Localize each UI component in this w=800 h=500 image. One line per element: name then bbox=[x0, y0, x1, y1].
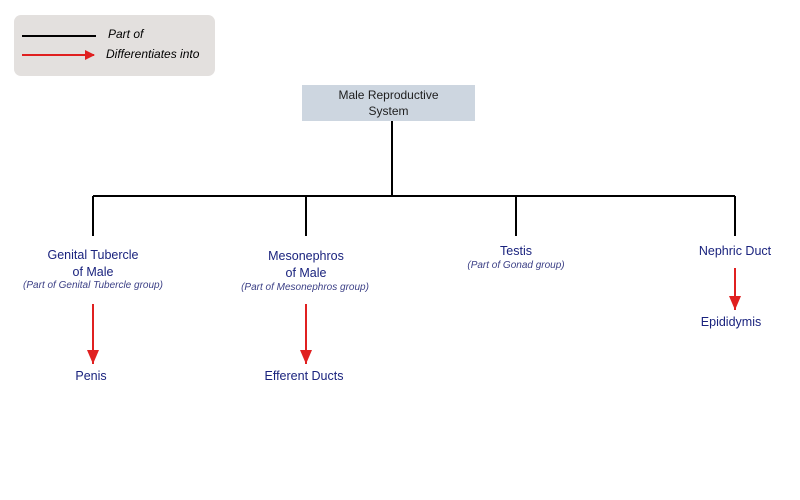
node-note-mesonephros: (Part of Mesonephros group) bbox=[241, 282, 369, 293]
legend-differentiates-label: Differentiates into bbox=[106, 47, 200, 61]
node-efferent-ducts: Efferent Ducts bbox=[264, 369, 344, 383]
node-epididymis: Epididymis bbox=[700, 315, 762, 329]
node-note-testis: (Part of Gonad group) bbox=[467, 260, 565, 271]
node-note-genital-tubercle: (Part of Genital Tubercle group) bbox=[23, 280, 163, 291]
node-penis: Penis bbox=[75, 369, 107, 383]
node-nephric-duct: Nephric Duct bbox=[698, 244, 772, 258]
node-testis: Testis bbox=[500, 244, 532, 258]
legend-part-of-label: Part of bbox=[108, 27, 144, 41]
node-mesonephros-of-male: Mesonephros of Male bbox=[268, 249, 344, 280]
legend: Part of Differentiates into bbox=[14, 15, 215, 76]
root-node-male-reproductive-system: Male Reproductive System bbox=[302, 85, 475, 121]
node-genital-tubercle-of-male: Genital Tubercle of Male bbox=[47, 248, 139, 279]
